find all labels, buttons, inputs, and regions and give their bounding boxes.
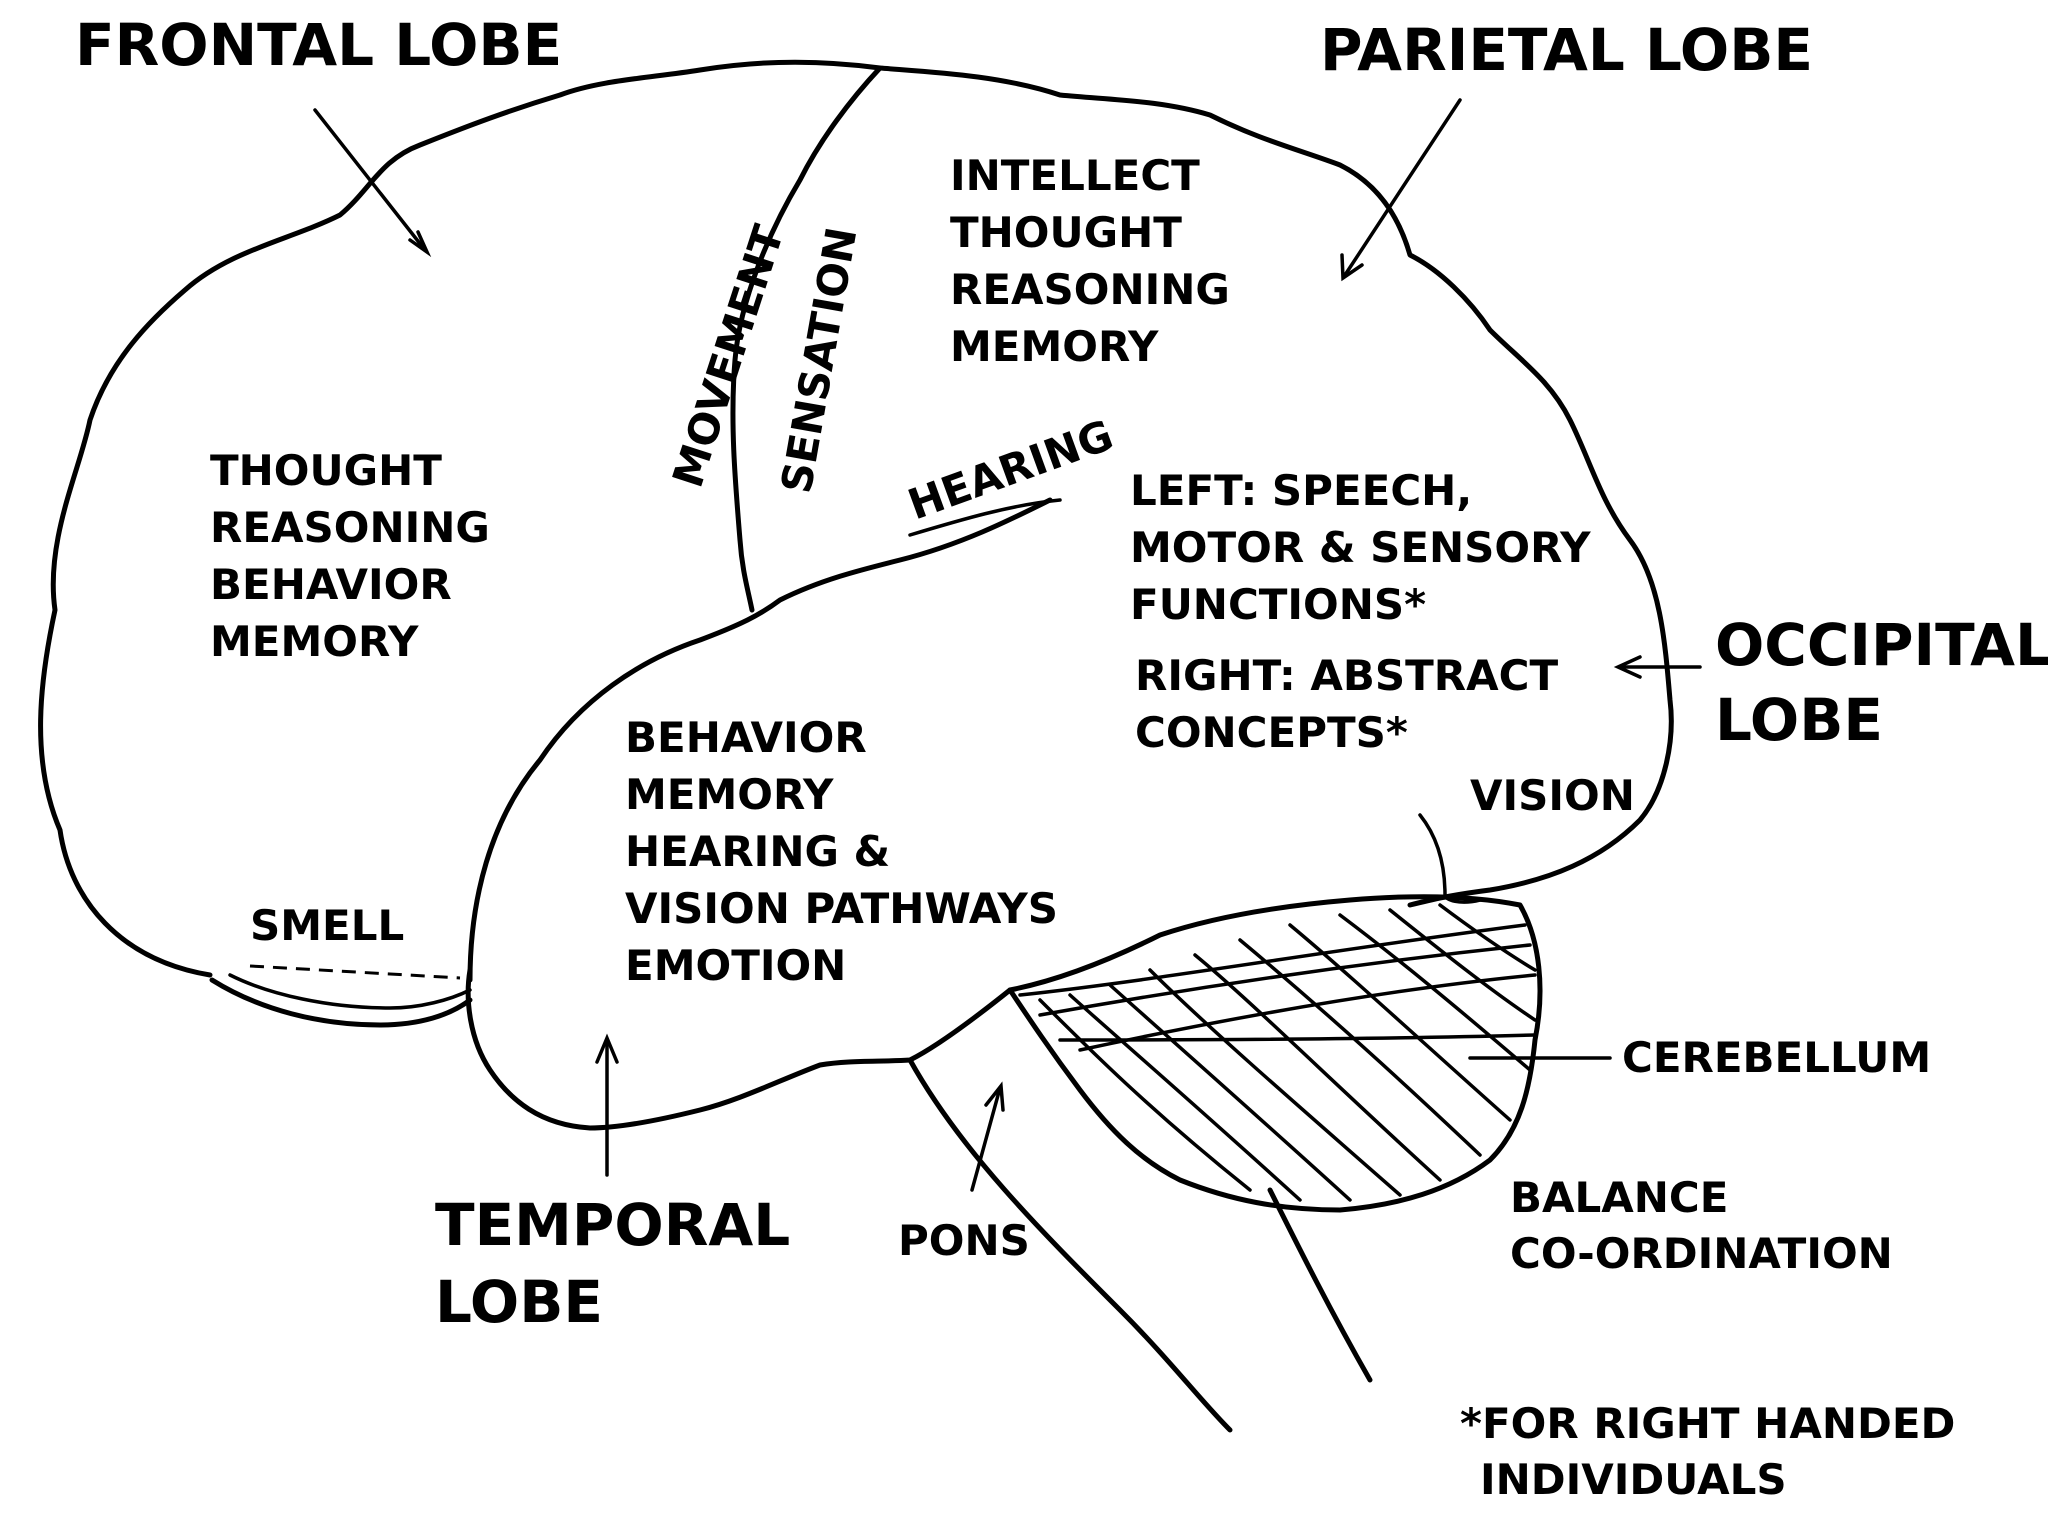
svg-text:REASONING: REASONING <box>210 503 490 552</box>
svg-text:BALANCE: BALANCE <box>1510 1173 1728 1222</box>
smell-dashed-line <box>249 964 461 980</box>
temporal-functions: BEHAVIOR MEMORY HEARING & VISION PATHWAY… <box>625 713 1058 990</box>
hearing-label: HEARING <box>902 410 1120 529</box>
pons-label: PONS <box>898 1216 1030 1265</box>
svg-text:VISION PATHWAYS: VISION PATHWAYS <box>625 884 1058 933</box>
hemisphere-left-functions: LEFT: SPEECH, MOTOR & SENSORY FUNCTIONS* <box>1130 466 1591 629</box>
svg-text:FUNCTIONS*: FUNCTIONS* <box>1130 580 1426 629</box>
svg-text:BEHAVIOR: BEHAVIOR <box>210 560 452 609</box>
occipital-lobe-label-2: LOBE <box>1715 686 1883 754</box>
pointer-lines <box>313 98 1702 1192</box>
cerebellum-folia <box>1018 903 1537 1202</box>
cerebellum-functions: BALANCE CO-ORDINATION <box>1510 1173 1893 1278</box>
svg-text:THOUGHT: THOUGHT <box>950 208 1182 257</box>
parietal-functions: INTELLECT THOUGHT REASONING MEMORY <box>950 151 1230 371</box>
brainstem-front <box>907 1057 1233 1433</box>
cerebrum-outline <box>38 59 1674 978</box>
svg-text:RIGHT: ABSTRACT: RIGHT: ABSTRACT <box>1135 651 1558 700</box>
svg-text:*FOR RIGHT HANDED: *FOR RIGHT HANDED <box>1460 1399 1955 1448</box>
svg-text:MEMORY: MEMORY <box>625 770 834 819</box>
frontal-lobe-label: FRONTAL LOBE <box>75 11 562 79</box>
cerebellum-outline <box>1007 894 1543 1213</box>
occipital-lobe-label: OCCIPITAL <box>1715 611 2048 679</box>
svg-text:HEARING &: HEARING & <box>625 827 890 876</box>
occipital-notch <box>1418 813 1482 904</box>
svg-text:MOTOR & SENSORY: MOTOR & SENSORY <box>1130 523 1591 572</box>
frontal-functions: THOUGHT REASONING BEHAVIOR MEMORY <box>210 446 490 666</box>
hemisphere-right-functions: RIGHT: ABSTRACT CONCEPTS* <box>1135 651 1558 757</box>
svg-text:REASONING: REASONING <box>950 265 1230 314</box>
olfactory-tract <box>209 977 473 1028</box>
svg-text:INDIVIDUALS: INDIVIDUALS <box>1480 1455 1787 1504</box>
temporal-lobe-label-2: LOBE <box>435 1268 603 1336</box>
brainstem-back <box>1267 1187 1373 1383</box>
svg-text:MEMORY: MEMORY <box>950 322 1159 371</box>
parietal-lobe-label: PARIETAL LOBE <box>1320 16 1813 84</box>
temporal-lobe-label: TEMPORAL <box>435 1191 790 1259</box>
footnote: *FOR RIGHT HANDED INDIVIDUALS <box>1460 1399 1955 1504</box>
svg-text:EMOTION: EMOTION <box>625 941 846 990</box>
temporal-lower-outline <box>465 967 1013 1131</box>
sensation-label: SENSATION <box>772 224 867 497</box>
movement-label: MOVEMENT <box>663 219 794 493</box>
svg-text:LEFT: SPEECH,: LEFT: SPEECH, <box>1130 466 1472 515</box>
olfactory-tract-inner <box>228 973 472 1010</box>
cerebellum-label: CEREBELLUM <box>1622 1033 1931 1082</box>
svg-text:MEMORY: MEMORY <box>210 617 419 666</box>
svg-text:THOUGHT: THOUGHT <box>210 446 442 495</box>
central-sulcus <box>730 65 883 613</box>
vision-label: VISION <box>1470 771 1635 820</box>
smell-label: SMELL <box>250 901 404 950</box>
svg-text:CONCEPTS*: CONCEPTS* <box>1135 708 1408 757</box>
svg-text:BEHAVIOR: BEHAVIOR <box>625 713 867 762</box>
svg-text:INTELLECT: INTELLECT <box>950 151 1200 200</box>
svg-text:CO-ORDINATION: CO-ORDINATION <box>1510 1229 1893 1278</box>
sylvian-fissure <box>467 497 1053 983</box>
